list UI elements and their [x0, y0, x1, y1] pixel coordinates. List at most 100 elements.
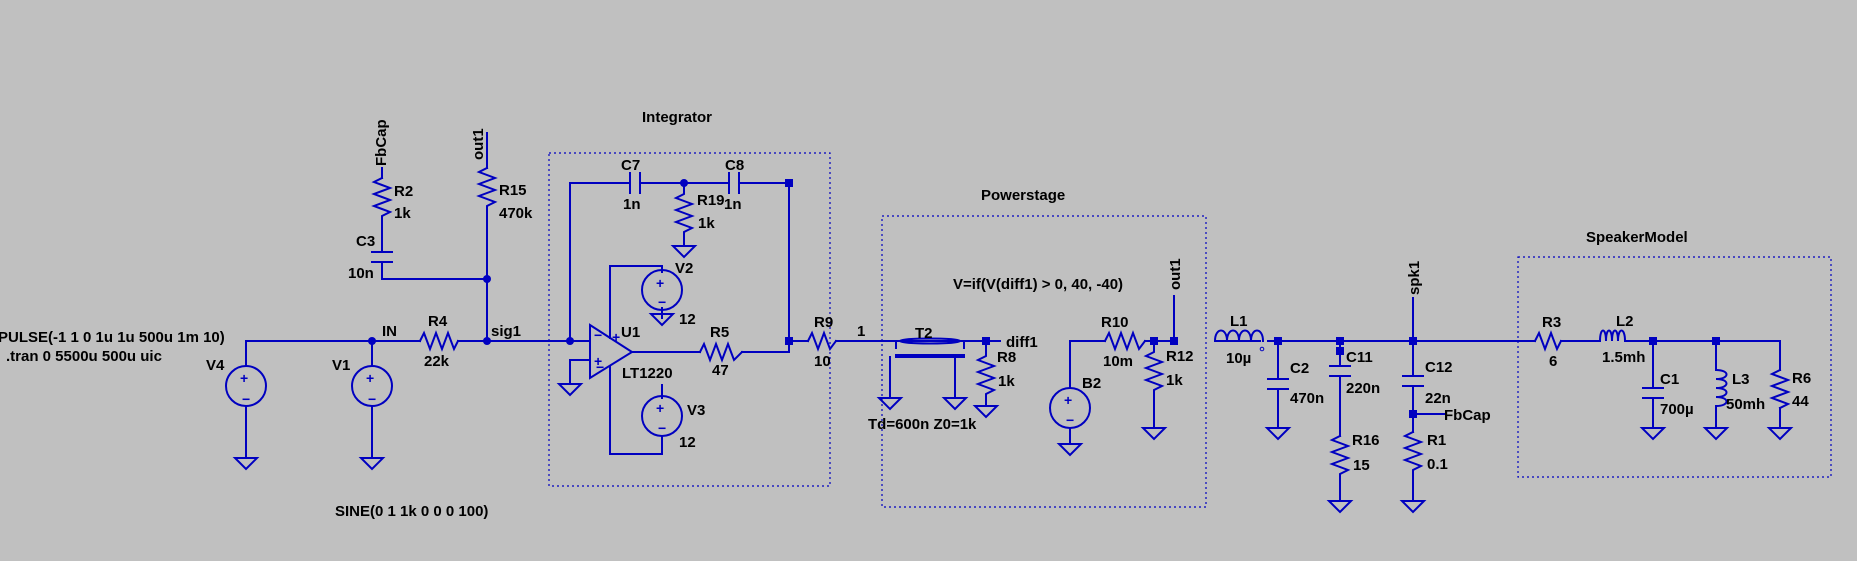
c11-label: C11 [1346, 349, 1373, 366]
l3-inductor[interactable] [1714, 368, 1728, 408]
r5-label: R5 [710, 324, 729, 341]
integrator-block [548, 152, 831, 487]
c12-label: C12 [1425, 359, 1453, 376]
r8-resistor[interactable] [975, 340, 997, 401]
l2-value: 1.5mh [1602, 349, 1645, 366]
r1-resistor[interactable] [1402, 430, 1424, 475]
v4-label: V4 [206, 357, 225, 374]
r19-label: R19 [697, 192, 725, 209]
c3-label: C3 [356, 233, 375, 250]
svg-text:−: − [242, 391, 250, 407]
svg-text:+: + [656, 400, 664, 416]
r9-resistor[interactable] [806, 330, 838, 352]
c3-value: 10n [348, 265, 374, 282]
v3-label: V3 [687, 402, 705, 419]
svg-text:−: − [594, 327, 602, 343]
svg-text:−: − [658, 294, 666, 310]
powerstage-block [881, 215, 1207, 508]
svg-text:+: + [1064, 392, 1072, 408]
l2-inductor[interactable] [1598, 329, 1627, 343]
r1-label: R1 [1427, 432, 1446, 449]
c2-label: C2 [1290, 360, 1309, 377]
r19-value: 1k [698, 215, 715, 232]
r6-value: 44 [1792, 393, 1809, 410]
t2-transmission-line[interactable] [889, 337, 965, 393]
net-out1-r15: out1 [470, 128, 487, 160]
r15-value: 470k [499, 205, 533, 222]
r19-resistor[interactable] [673, 182, 695, 241]
c3-capacitor[interactable] [371, 251, 393, 263]
r9-label: R9 [814, 314, 833, 331]
v3-source[interactable]: + − [641, 395, 683, 437]
r2-resistor[interactable] [371, 176, 393, 221]
speakermodel-title: SpeakerModel [1586, 229, 1688, 246]
c12-value: 22n [1425, 390, 1451, 407]
pulse-directive: PULSE(-1 1 0 1u 1u 500u 1m 10) [0, 329, 225, 346]
c8-label: C8 [725, 157, 744, 174]
net-fbcap-c12: FbCap [1444, 407, 1491, 424]
c8-value: 1n [724, 196, 742, 213]
r2-value: 1k [394, 205, 411, 222]
l1-value: 10µ [1226, 350, 1251, 367]
c3-wire [381, 167, 488, 280]
c2-value: 470n [1290, 390, 1324, 407]
net-sig1: sig1 [491, 323, 521, 340]
r3-resistor[interactable] [1533, 330, 1563, 352]
integrator-title: Integrator [642, 109, 712, 126]
c1-label: C1 [1660, 371, 1679, 388]
c7-capacitor[interactable] [629, 172, 641, 194]
r16-resistor[interactable] [1329, 434, 1351, 481]
u1-value: LT1220 [622, 365, 673, 382]
r10-resistor[interactable] [1103, 330, 1147, 352]
t2-label: T2 [915, 325, 933, 342]
r9-value: 10 [814, 353, 831, 370]
b2-source[interactable]: + − [1049, 340, 1091, 439]
v1-source[interactable]: + − [351, 340, 393, 470]
c7-value: 1n [623, 196, 641, 213]
v1-label: V1 [332, 357, 350, 374]
tran-directive: .tran 0 5500u 500u uic [6, 348, 162, 365]
v4-source[interactable]: + − [225, 340, 267, 470]
r16-value: 15 [1353, 457, 1370, 474]
r8-value: 1k [998, 373, 1015, 390]
r16-label: R16 [1352, 432, 1380, 449]
r5-resistor[interactable] [698, 341, 744, 363]
net-1: 1 [857, 323, 865, 340]
r15-resistor[interactable] [476, 166, 498, 213]
r2-label: R2 [394, 183, 413, 200]
net-diff1: diff1 [1006, 334, 1038, 351]
c1-capacitor[interactable] [1642, 387, 1664, 399]
v2-label: V2 [675, 260, 693, 277]
c12-capacitor[interactable] [1402, 375, 1424, 387]
tline-params: Td=600n Z0=1k [868, 416, 977, 433]
l1-inductor[interactable] [1213, 329, 1265, 343]
powerstage-title: Powerstage [981, 187, 1065, 204]
svg-text:−: − [596, 359, 604, 375]
svg-text:+: + [594, 353, 602, 369]
bsource-expression: V=if(V(diff1) > 0, 40, -40) [953, 276, 1123, 293]
sine-directive: SINE(0 1 1k 0 0 0 100) [335, 503, 488, 520]
c11-capacitor[interactable] [1329, 365, 1351, 377]
r4-resistor[interactable] [418, 330, 460, 352]
r15-label: R15 [499, 182, 527, 199]
r12-label: R12 [1166, 348, 1194, 365]
svg-text:−: − [368, 391, 376, 407]
svg-text:+: + [366, 370, 374, 386]
r6-label: R6 [1792, 370, 1811, 387]
c2-capacitor[interactable] [1267, 378, 1289, 390]
c11-value: 220n [1346, 380, 1380, 397]
u1-label: U1 [621, 324, 640, 341]
r10-label: R10 [1101, 314, 1129, 331]
l3-value: 50mh [1726, 396, 1765, 413]
r6-resistor[interactable] [1769, 368, 1791, 410]
r8-label: R8 [997, 349, 1016, 366]
l1-label: L1 [1230, 313, 1248, 330]
c8-capacitor[interactable] [728, 172, 740, 194]
svg-text:+: + [612, 329, 620, 345]
r5-value: 47 [712, 362, 729, 379]
r3-value: 6 [1549, 353, 1557, 370]
v2-value: 12 [679, 311, 696, 328]
r12-resistor[interactable] [1143, 340, 1165, 423]
svg-text:+: + [240, 370, 248, 386]
